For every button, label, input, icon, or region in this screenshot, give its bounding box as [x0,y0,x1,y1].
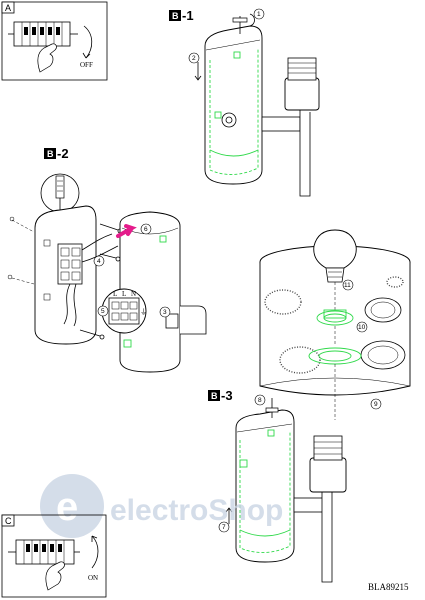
lamp-socket [309,457,347,493]
callout-8: 8 [258,397,262,404]
product-code: BLA89215 [368,582,409,592]
panel-a-switch-off: A OFF [1,1,108,81]
earth-icon: ⏚ [140,308,147,316]
screw-icon [265,407,279,413]
lampshade-detail: 11 10 9 [259,229,411,420]
step-b3-fixture: 8 7 [218,394,347,583]
watermark: e electroShop [40,474,283,538]
terminal-label-l1: L [113,290,117,298]
terminal-block-illustration [8,21,78,47]
arm-tube [261,116,301,132]
step-b2-letter: B [47,149,54,159]
callout-3-circle [159,306,171,318]
light-bulb [313,229,357,269]
callout-11: 11 [344,282,351,289]
step-b1-number: -1 [182,8,194,23]
watermark-logo-icon [40,474,104,538]
callout-1: 1 [257,11,261,18]
callout-7: 7 [222,524,226,531]
panel-a-state: OFF [80,61,93,69]
terminal-block [57,243,83,285]
screw-icon [232,17,248,23]
callout-8-circle [254,394,266,406]
step-b3-number: -3 [221,388,233,403]
hand-icon [37,43,57,73]
lamp-stem [321,474,333,583]
callout-5-circle [97,305,109,317]
callout-6-circle [140,223,152,235]
backplate-highlight [209,48,259,175]
terminal-label-l2: L [122,290,126,298]
callout-4-circle [93,255,105,267]
step-b1-fixture: 1 2 [188,8,320,197]
callout-1-circle [253,8,265,20]
callout-5: 5 [101,308,105,315]
top-ring-highlight [316,310,354,326]
lamp-stem [299,100,311,197]
arm-tube [293,497,327,513]
hand-icon [45,561,65,591]
step-b1-header: B -1 [169,8,194,23]
callout-7-circle [218,521,230,533]
callout-10-circle [356,321,368,333]
panel-c-switch-on: C ON [1,514,107,598]
wall-plate [204,25,263,185]
step-b3-letter: B [211,391,218,401]
arm-tube [180,305,207,335]
step-b2-wiring: 4 6 L L N ⏚ 5 3 [7,173,207,373]
step-b1-box [169,10,181,21]
lamp-socket [284,77,320,111]
watermark-logo-letter: e [56,485,78,529]
callout-10: 10 [358,324,366,331]
step-b2-box [44,148,56,159]
panel-c-label-box [1,514,15,527]
callout-2-circle [188,52,200,64]
callout-9-circle [370,398,382,410]
step-b3-header: B -3 [208,388,233,403]
watermark-brand: electroShop [110,494,283,527]
wall-plate [235,409,295,563]
step-b2-number: -2 [57,146,69,161]
panel-c-state: ON [88,574,98,582]
panel-a-letter: A [5,3,11,13]
terminal-label-n: N [131,290,136,298]
switch-arrow-icon [91,535,99,569]
push-arrow-icon [116,224,137,238]
callout-9: 9 [374,401,378,408]
callout-11-circle [342,279,354,291]
switch-arrow-icon [83,25,93,59]
callout-3: 3 [163,309,167,316]
callout-4: 4 [97,258,101,265]
panel-c-letter: C [5,516,12,526]
step-b3-box [208,390,220,401]
lamp-body-front [119,211,181,373]
panel-a-label-box [1,1,15,14]
terminal-block-illustration [8,539,80,565]
step-b2-header: B -2 [44,146,69,161]
step-b1-letter: B [172,11,179,21]
callout-6: 6 [144,226,148,233]
callout-2: 2 [192,55,196,62]
